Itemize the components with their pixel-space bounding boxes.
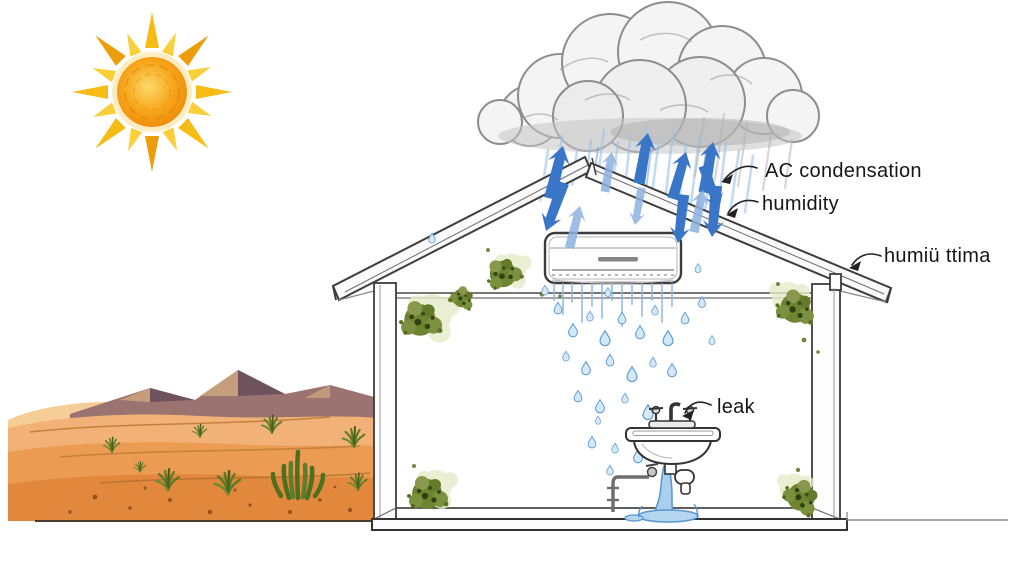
left-wall [373,282,397,520]
sand-pebbles [68,485,353,515]
ac-condensation-leader [723,165,758,181]
ac-brand-mark [598,257,638,262]
leak-water [624,465,699,523]
right-wall [811,273,842,520]
annotations: AC condensation humidity humiü ttima lea… [682,160,991,420]
roof-note-arrowhead [849,261,861,271]
cactus [270,449,326,501]
label-humidity: humidity [762,193,839,215]
mold-spots [399,248,827,521]
sink-rim [625,427,721,442]
rain-cloud [477,1,820,154]
ac-unit [543,231,683,285]
shutoff-valve [646,466,658,478]
roof [331,155,893,304]
drain-trap [664,461,695,495]
right-soffit [839,290,887,303]
supply-pipes [607,475,649,512]
label-roof-note: humiü ttima [884,245,991,267]
desert-landscape [8,370,378,522]
desert-plants [102,414,368,501]
floor-slab [371,507,848,531]
ac-condensation-arrowhead [721,174,733,184]
cloud-texture [519,32,753,121]
leaking-sink [607,402,721,523]
condensation-drips [428,232,716,476]
label-ac-condensation: AC condensation [765,160,922,182]
sink-basin [632,440,713,466]
right-wall-post [829,273,842,291]
label-leak: leak [717,396,756,418]
faucet [648,402,698,429]
left-soffit [338,290,375,301]
humidity-leader [727,199,759,214]
sun-icon [72,12,232,172]
leak-leader [684,401,712,414]
mold-speckles [412,248,820,473]
leak-arrowhead [682,410,694,420]
humidity-arrowhead [726,208,738,218]
roof-note-leader [851,253,882,266]
